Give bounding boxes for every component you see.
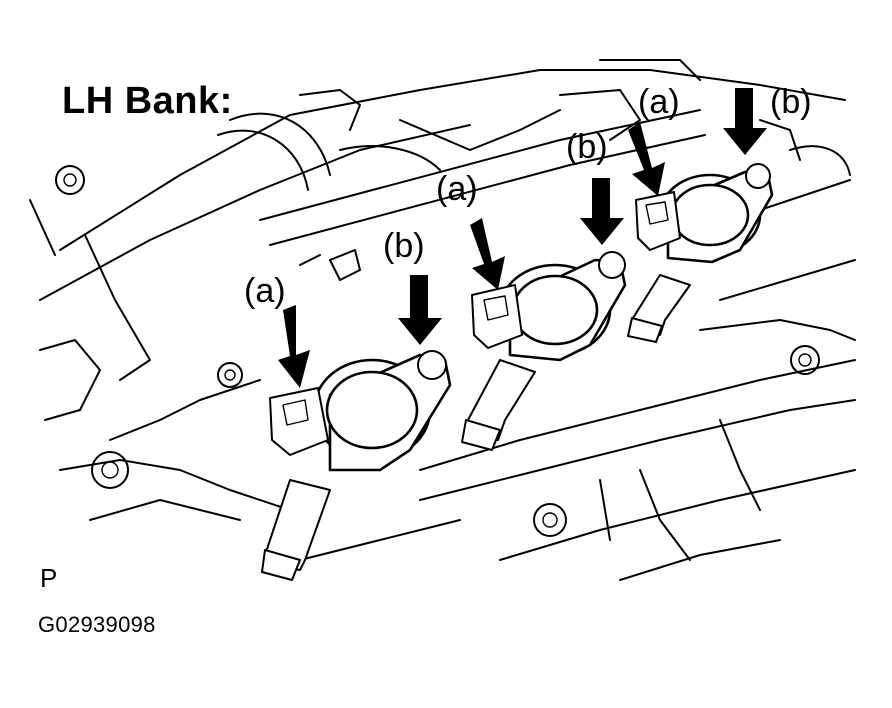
arrow-a1 (278, 305, 310, 388)
callout-a1: (a) (244, 272, 286, 310)
arrow-b3 (723, 88, 767, 155)
callout-b2: (b) (566, 128, 608, 166)
ignition-coil-1 (261, 350, 452, 581)
arrow-b1 (398, 275, 442, 345)
arrow-a3 (628, 122, 665, 196)
view-code: P (40, 563, 58, 593)
figure-id: G02939098 (38, 612, 156, 637)
callout-b1: (b) (383, 227, 425, 265)
diagram-title: LH Bank: (62, 80, 233, 122)
ignition-coil-2 (461, 251, 627, 451)
callout-a3: (a) (638, 83, 680, 121)
engine-background-linework (29, 59, 856, 581)
arrow-b2 (580, 178, 624, 245)
arrow-a2 (470, 218, 505, 290)
ignition-coil-3 (627, 163, 774, 343)
callout-b3: (b) (770, 83, 812, 121)
callout-a2: (a) (436, 170, 478, 208)
